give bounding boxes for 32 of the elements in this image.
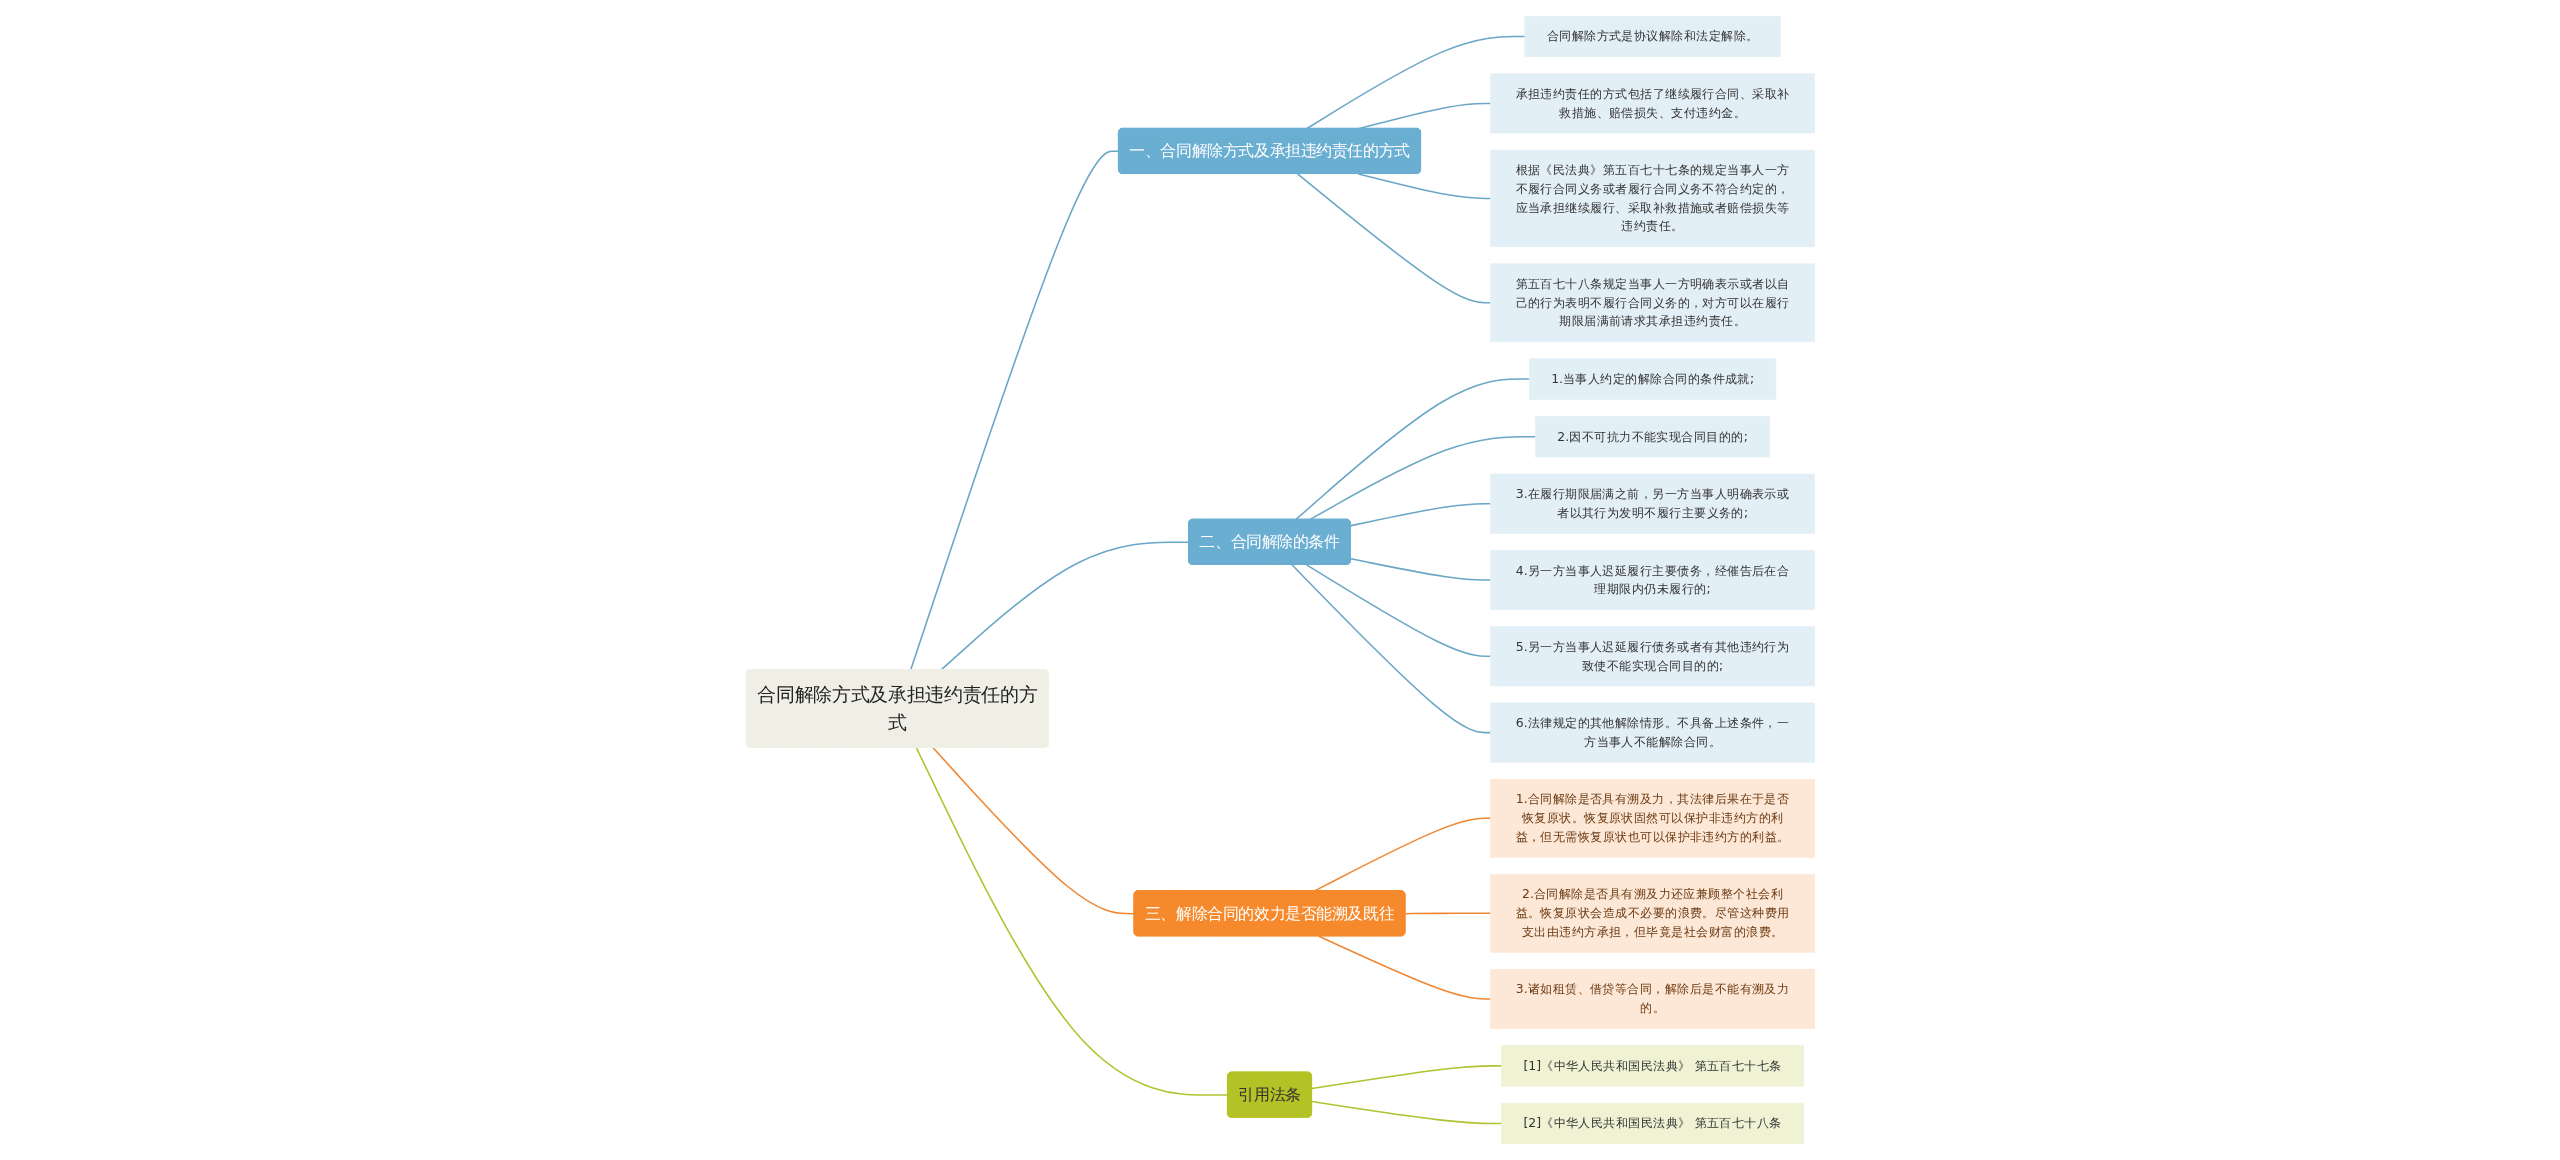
connector <box>1349 558 1491 581</box>
connector <box>1404 912 1491 915</box>
node-box: 5.另一方当事人迟延履行债务或者有其他违约行为致使不能实现合同目的的; <box>1489 626 1815 687</box>
connector <box>1290 564 1491 734</box>
connector <box>931 747 1135 915</box>
connector <box>1349 502 1491 527</box>
node-box: 1.合同解除是否具有溯及力，其法律后果在于是否恢复原状。恢复原状固然可以保护非违约方的利益，但无需恢复原状也可以保护非违约方的利益。 <box>1489 778 1815 858</box>
node-box: 1.当事人约定的解除合同的条件成就; <box>1528 358 1776 400</box>
connector <box>915 747 1229 1096</box>
node-box: 合同解除方式是协议解除和法定解除。 <box>1524 15 1781 58</box>
node-box: 6.法律规定的其他解除情形。不具备上述条件，一方当事人不能解除合同。 <box>1489 702 1815 763</box>
connector <box>1310 1100 1502 1125</box>
node-box: 承担违约责任的方式包括了继续履行合同、采取补救措施、赔偿损失、支付违约金。 <box>1489 73 1815 134</box>
connector <box>1308 435 1536 521</box>
node-box: 2.因不可抗力不能实现合同目的的; <box>1534 416 1770 458</box>
node-box: 2.合同解除是否具有溯及力还应兼顾整个社会利益。恢复原状会造成不必要的浪费。尽管这种费用支出由违约方承担，但毕竟是社会财富的浪费。 <box>1489 873 1815 953</box>
node-box: 3.诸如租赁、借贷等合同，解除后是不能有溯及力的。 <box>1489 968 1815 1029</box>
node-box: [2]《中华人民共和国民法典》 第五百七十八条 <box>1500 1102 1804 1145</box>
connector <box>1317 935 1491 1000</box>
node-box: 3.在履行期限届满之前，另一方当事人明确表示或者以其行为发明不履行主要义务的; <box>1489 473 1815 534</box>
connector <box>1296 173 1491 304</box>
node-box: 根据《民法典》第五百七十七条的规定当事人一方不履行合同义务或者履行合同义务不符合约定的，应当承担继续履行、采取补救措施或者赔偿损失等违约责任。 <box>1489 149 1815 248</box>
connector <box>1310 1065 1502 1090</box>
connector <box>1305 564 1491 658</box>
connector <box>909 150 1120 671</box>
connector <box>1294 378 1530 521</box>
node-box: 第五百七十八条规定当事人一方明确表示或者以自己的行为表明不履行合同义务的，对方可以在履行期限届满前请求其承担违约责任。 <box>1489 263 1815 343</box>
connector <box>1357 173 1491 200</box>
node-box: [1]《中华人民共和国民法典》 第五百七十七条 <box>1500 1045 1804 1087</box>
connector <box>940 541 1190 671</box>
node-box: 4.另一方当事人迟延履行主要债务，经催告后在合理期限内仍未履行的; <box>1489 550 1815 610</box>
connector <box>1305 35 1526 130</box>
